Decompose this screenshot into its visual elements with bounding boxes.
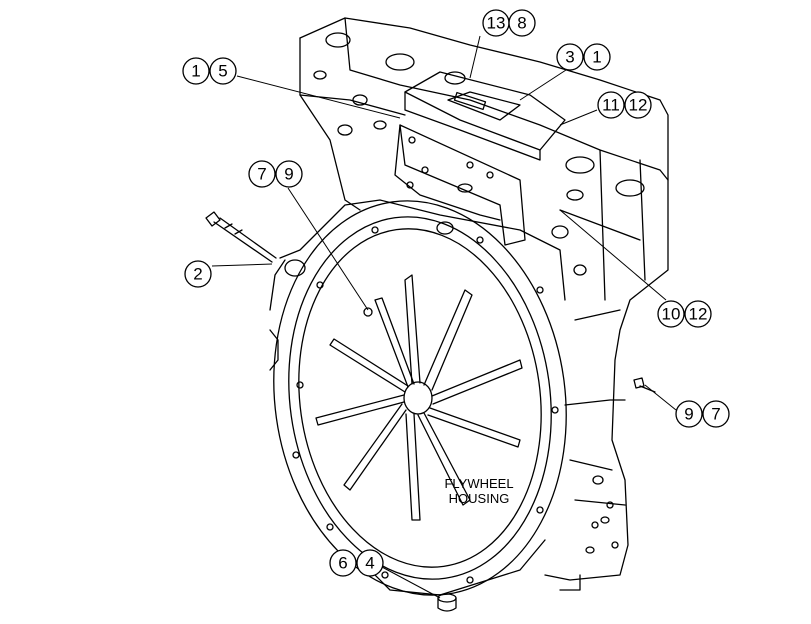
bolt-part-2 xyxy=(205,211,277,263)
housing-label-line-2: HOUSING xyxy=(449,491,510,506)
callout-9: 9 xyxy=(684,405,693,424)
callout-7: 7 xyxy=(711,405,720,424)
top-cover-plate xyxy=(404,71,566,161)
callout-5: 5 xyxy=(218,62,227,81)
callout-numbers: 13 8 1 5 3 1 11 12 7 9 2 10 12 9 7 6 4 xyxy=(191,14,720,573)
callout-9: 9 xyxy=(284,165,293,184)
callout-12: 12 xyxy=(629,96,648,115)
housing-label-line-1: FLYWHEEL xyxy=(444,476,513,491)
callout-4: 4 xyxy=(365,554,374,573)
housing-label: FLYWHEEL HOUSING xyxy=(444,476,513,506)
housing-spokes xyxy=(315,274,523,521)
callout xyxy=(182,9,730,577)
plug-part-6 xyxy=(437,593,457,612)
callout-10: 10 xyxy=(662,305,681,324)
leader-lines xyxy=(211,35,677,599)
callout-11: 11 xyxy=(602,96,620,115)
mounting-bracket xyxy=(394,124,526,246)
callout-6: 6 xyxy=(338,554,347,573)
callout-13: 13 xyxy=(487,14,506,33)
callout-2: 2 xyxy=(193,265,202,284)
callout-12: 12 xyxy=(689,305,708,324)
callout-7: 7 xyxy=(257,165,266,184)
callout-1: 1 xyxy=(191,62,200,81)
flywheel-housing xyxy=(269,199,567,596)
callout-1: 1 xyxy=(592,48,601,67)
callout-3: 3 xyxy=(565,48,574,67)
callout-8: 8 xyxy=(517,14,526,33)
